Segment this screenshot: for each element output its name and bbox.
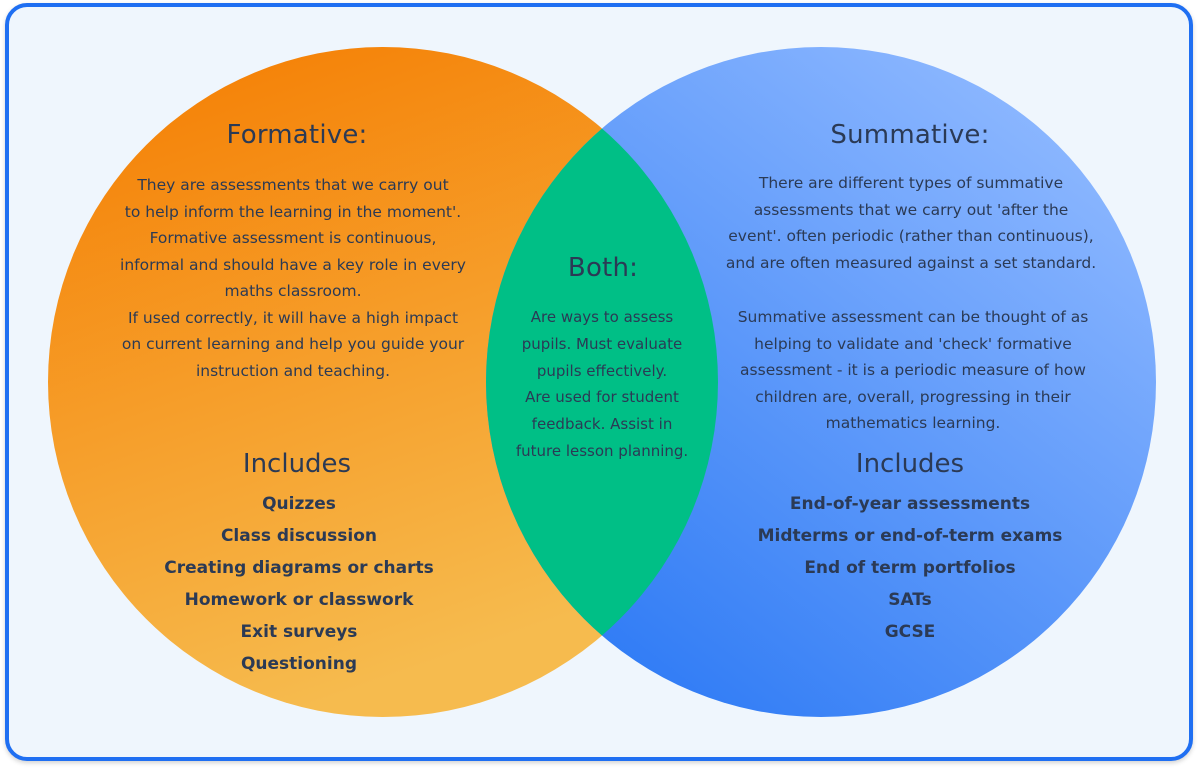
both-desc-line: Are used for student (525, 388, 679, 407)
summative-desc-line: assessments that we carry out 'after the (753, 200, 1069, 219)
formative-include-item: Homework or classwork (184, 590, 414, 610)
summative-desc-line: and are often measured against a set sta… (725, 253, 1097, 272)
formative-title: Formative: (226, 120, 368, 150)
summative-desc-line: There are different types of summative (758, 174, 1064, 192)
both-title: Both: (567, 253, 639, 283)
summative-desc2-line: Summative assessment can be thought of a… (737, 308, 1089, 326)
formative-desc-line: If used correctly, it will have a high i… (127, 308, 459, 327)
both-description: Are ways to assess pupils. Must evaluate… (516, 304, 688, 465)
summative-title: Summative: (830, 120, 990, 150)
formative-include-item: Quizzes (262, 494, 336, 514)
formative-description: They are assessments that we carry out t… (120, 172, 466, 384)
formative-desc-line: instruction and teaching. (195, 361, 391, 380)
summative-includes-list: End-of-year assessments Midterms or end-… (758, 488, 1063, 648)
summative-include-item: SATs (888, 590, 932, 610)
formative-desc-line: on current learning and help you guide y… (121, 335, 465, 353)
summative-include-item: End-of-year assessments (789, 494, 1031, 514)
summative-include-item: End of term portfolios (804, 558, 1016, 578)
summative-desc2-line: mathematics learning. (825, 414, 1001, 432)
summative-desc2-line: assessment - it is a periodic measure of… (740, 361, 1086, 379)
formative-include-item: Questioning (240, 654, 358, 674)
formative-desc-line: maths classroom. (224, 282, 362, 300)
summative-desc2-line: helping to validate and 'check' formativ… (754, 334, 1072, 353)
summative-includes-title: Includes (855, 449, 965, 479)
both-desc-line: future lesson planning. (515, 441, 689, 460)
formative-desc-line: Formative assessment is continuous, (149, 229, 437, 247)
formative-desc-line: to help inform the learning in the momen… (124, 202, 462, 221)
summative-include-item: GCSE (884, 622, 936, 642)
summative-desc2-line: children are, overall, progressing in th… (755, 387, 1071, 406)
summative-include-item: Midterms or end-of-term exams (757, 526, 1063, 546)
summative-desc-line: event'. often periodic (rather than cont… (728, 227, 1094, 245)
summative-description: There are different types of summative a… (726, 170, 1096, 276)
both-desc-line: feedback. Assist in (531, 415, 673, 434)
summative-description-2: Summative assessment can be thought of a… (738, 304, 1089, 437)
both-desc-line: Are ways to assess (530, 308, 674, 326)
overlap-region (486, 47, 718, 717)
formative-include-item: Creating diagrams or charts (164, 558, 434, 578)
formative-includes-list: Quizzes Class discussion Creating diagra… (164, 488, 434, 680)
formative-include-item: Exit surveys (240, 622, 358, 642)
formative-desc-line: informal and should have a key role in e… (120, 255, 466, 274)
formative-desc-line: They are assessments that we carry out (137, 176, 449, 194)
formative-include-item: Class discussion (220, 526, 378, 546)
formative-includes-title: Includes (242, 449, 352, 479)
both-desc-line: pupils effectively. (536, 361, 668, 380)
both-desc-line: pupils. Must evaluate (521, 334, 683, 353)
